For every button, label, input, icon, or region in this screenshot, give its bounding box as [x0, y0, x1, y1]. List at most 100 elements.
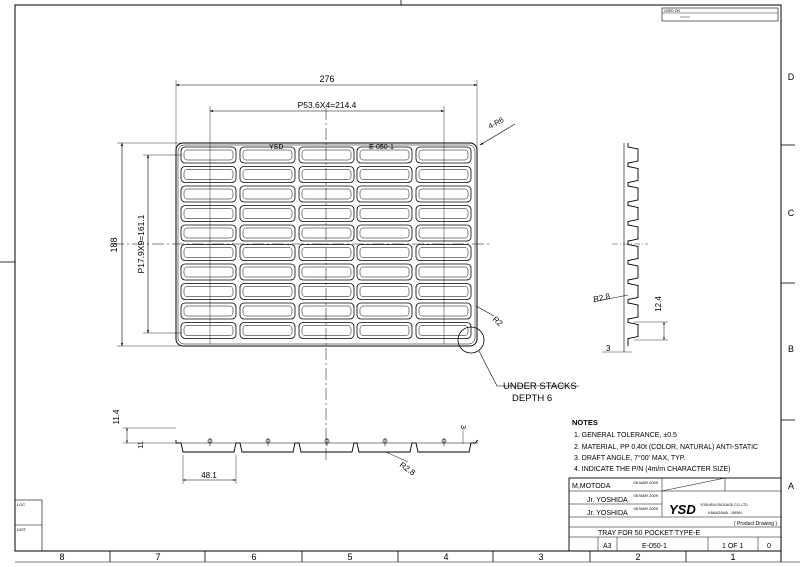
dim-overall-height-label: 188: [109, 237, 119, 252]
pocket-inner: [183, 247, 234, 258]
pocket: [356, 244, 413, 261]
dim-side-height: 12.4: [654, 296, 663, 312]
pocket: [298, 302, 355, 320]
pocket-inner: [359, 169, 410, 180]
under-stacks-label: UNDER STACKS: [503, 381, 577, 392]
company-location: KANAGAWA , JAPAN: [708, 511, 742, 515]
pocket-inner: [242, 188, 293, 200]
pocket-inner: [183, 169, 234, 180]
pocket: [180, 244, 237, 261]
pocket: [239, 263, 296, 281]
zone-label-bottom: 1: [730, 552, 735, 562]
dim-overall-width-label: 276: [319, 74, 334, 84]
dim-side-3: 3: [606, 344, 611, 353]
zone-label-right: B: [788, 344, 794, 354]
dist-label: DIST: [17, 527, 27, 532]
dim-pitch-x: P53.6X4=214.4: [209, 100, 445, 344]
pocket: [239, 185, 296, 203]
pocket: [356, 205, 413, 222]
pocket-inner: [183, 188, 234, 200]
date-checked: 08 MAR 2009: [634, 493, 659, 498]
corner-radius-label: 4-R6: [487, 115, 506, 131]
dim-overall-height: 188: [109, 142, 180, 347]
zone-label-bottom: 5: [347, 552, 352, 562]
pocket-inner: [418, 286, 469, 297]
pocket-inner: [301, 227, 352, 239]
pocket-inner: [242, 266, 293, 278]
zone-label-bottom: 3: [538, 552, 543, 562]
pocket: [415, 146, 472, 164]
side-section-view: R2.8 12.4 3: [593, 143, 668, 353]
pocket: [239, 166, 296, 183]
pocket: [180, 283, 237, 300]
pocket: [239, 205, 296, 222]
pocket-inner: [183, 149, 234, 161]
pocket: [356, 263, 413, 281]
pocket-inner: [301, 325, 352, 336]
pocket-inner: [301, 286, 352, 297]
loc-label: LOC: [17, 502, 25, 507]
pocket-inner: [301, 266, 352, 278]
dim-bottom-radius: R2.8: [398, 460, 417, 477]
tray-outline-outer: [175, 142, 478, 347]
pocket-inner: [183, 266, 234, 278]
dim-side-radius: R2.8: [593, 292, 612, 304]
pocket-grid: [180, 146, 472, 339]
zone-label-right: D: [788, 72, 795, 82]
revision: 0: [767, 543, 771, 550]
dim-pitch-y-label: P17.9X9=161.1: [136, 214, 146, 273]
pocket: [415, 185, 472, 203]
pocket: [415, 224, 472, 242]
pocket: [356, 322, 413, 339]
pocket-inner: [359, 247, 410, 258]
pocket-inner: [242, 169, 293, 180]
pocket: [180, 205, 237, 222]
pocket: [356, 166, 413, 183]
pocket: [239, 283, 296, 300]
pocket-inner: [301, 305, 352, 317]
pocket: [180, 146, 237, 164]
pocket: [415, 205, 472, 222]
tray-part-mark: E-050-1: [369, 144, 394, 151]
pocket: [239, 302, 296, 320]
pocket-inner: [242, 208, 293, 219]
pocket-inner: [359, 149, 410, 161]
pocket-inner: [418, 247, 469, 258]
pocket-inner: [418, 169, 469, 180]
pocket-inner: [183, 286, 234, 297]
pocket-inner: [301, 247, 352, 258]
pocket-inner: [418, 305, 469, 317]
notes-block: NOTES 1. GENERAL TOLERANCE, ±0.5 2. MATE…: [572, 418, 758, 473]
pocket-inner: [418, 208, 469, 219]
pocket-inner: [418, 149, 469, 161]
pocket-inner: [418, 325, 469, 336]
zone-label-bottom: 4: [443, 552, 448, 562]
pocket-inner: [301, 149, 352, 161]
pocket: [356, 283, 413, 300]
sheet-number: 1 OF 1: [722, 543, 744, 550]
pocket: [239, 244, 296, 261]
depth-label: DEPTH 6: [512, 393, 552, 404]
drawing-type: ( Product Drawing ): [734, 521, 777, 527]
r2-label: R2: [491, 315, 505, 329]
pocket: [298, 322, 355, 339]
pocket-inner: [301, 208, 352, 219]
checker-name: Jr. YOSHIDA: [587, 497, 628, 504]
pocket: [415, 322, 472, 339]
pocket-inner: [359, 286, 410, 297]
pocket-inner: [183, 305, 234, 317]
pocket: [239, 146, 296, 164]
pocket-inner: [242, 325, 293, 336]
tray-outline-inner: [177, 144, 476, 345]
pocket-inner: [359, 325, 410, 336]
center-lines: [112, 108, 490, 460]
pocket-inner: [183, 227, 234, 239]
pocket-inner: [301, 188, 352, 200]
note-item: 3. DRAFT ANGLE, 7°00' MAX, TYP.: [574, 454, 686, 462]
pocket-inner: [242, 286, 293, 297]
pocket: [239, 322, 296, 339]
left-boxes: LOC DIST: [14, 499, 43, 552]
